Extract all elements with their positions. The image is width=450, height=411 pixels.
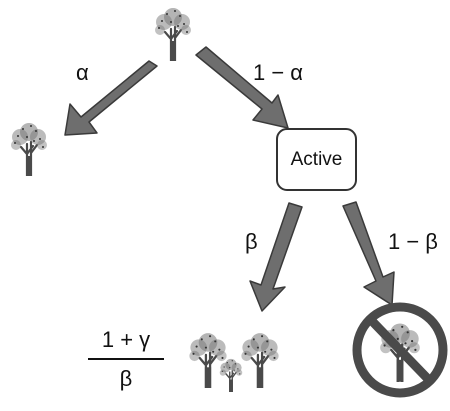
edge-label-alpha: α <box>76 60 89 85</box>
no-sign-icon <box>352 302 448 398</box>
edge-label-one-minus-beta: 1 − β <box>388 229 438 254</box>
outcome-fraction: 1 + γ β <box>86 327 166 392</box>
tree-icon-top <box>153 6 193 61</box>
active-node-label: Active <box>290 148 343 170</box>
arrow-icon-right-bottom <box>342 201 395 306</box>
arrow-icon-left-bottom <box>249 202 303 312</box>
fraction-bar <box>88 358 164 360</box>
fraction-numerator: 1 + γ <box>101 327 151 352</box>
arrow-icon-right-top <box>195 46 289 129</box>
edge-label-one-minus-alpha: 1 − α <box>253 60 304 85</box>
tree-icon-outcome-1 <box>188 331 228 388</box>
edge-label-beta: β <box>245 229 258 254</box>
active-node: Active <box>276 128 357 191</box>
arrow-icon-left-top <box>64 60 158 136</box>
tree-icon-outcome-2 <box>240 331 280 388</box>
tree-icon-outcome-small <box>218 358 244 392</box>
tree-icon-left <box>9 121 49 176</box>
fraction-denominator: β <box>119 366 133 391</box>
